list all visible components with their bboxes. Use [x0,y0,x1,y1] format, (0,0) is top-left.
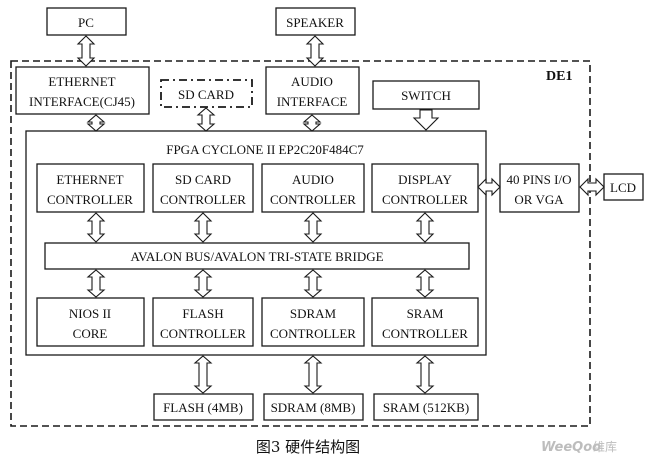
sram-controller-box [371,297,479,347]
display-controller-box [371,163,479,213]
watermark-brand: WeeQoo [541,440,601,455]
avalon-bus-label: AVALON BUS/AVALON TRI-STATE BRIDGE [130,249,383,264]
sdram-memory-box [263,393,364,421]
pins-vga-box [499,163,580,213]
flash-memory-arrow [193,355,213,394]
bus-sram-arrow [415,269,435,298]
pins-lcd-arrow [579,177,605,197]
bus-sdram-arrow [303,269,323,298]
avalon-bus-bar [44,242,470,270]
sram-controller-line1: SRAM [407,306,444,321]
sram-memory-label: SRAM (512KB) [383,400,469,415]
pins-vga-line2: OR VGA [514,192,564,207]
sdcard-controller-line2: CONTROLLER [160,192,246,207]
flash-memory-box [153,393,254,421]
sdcard-fpga-arrow [196,107,216,132]
sram-memory-box [373,393,479,421]
lcd-label: LCD [610,180,636,195]
display-controller-line2: CONTROLLER [382,192,468,207]
sram-controller-line2: CONTROLLER [382,326,468,341]
display-controller-line1: DISPLAY [398,172,452,187]
sdcard-controller-box [152,163,254,213]
nios-core-line1: NIOS II [69,306,111,321]
watermark-suffix: 维库 [593,439,617,454]
switch-box [372,80,480,110]
de1-label: DE1 [546,69,572,84]
ethernet-controller-line2: CONTROLLER [47,192,133,207]
pc-label: PC [78,15,94,30]
sdcard-ctrl-bus-arrow [193,212,213,243]
pc-box [46,7,127,36]
ethernet-controller-line1: ETHERNET [56,172,123,187]
flash-controller-line1: FLASH [182,306,223,321]
switch-label: SWITCH [401,88,451,103]
ethernet-interface-line1: ETHERNET [48,74,115,89]
flash-controller-line2: CONTROLLER [160,326,246,341]
sdram-memory-label: SDRAM (8MB) [271,400,356,415]
pins-vga-line1: 40 PINS I/O [506,172,571,187]
flash-controller-box [152,297,254,347]
nios-core-box [36,297,145,347]
lcd-box [603,173,644,201]
ethernet-interface-line2: INTERFACE(CJ45) [29,94,135,109]
figure-caption: 图3 硬件结构图 [256,438,360,456]
sdram-controller-box [261,297,365,347]
sdram-controller-line1: SDRAM [290,306,337,321]
speaker-audio-arrow [305,35,325,67]
audio-interface-line1: AUDIO [291,74,333,89]
de1-board-border [10,60,591,427]
bus-nios-arrow [86,269,106,298]
audio-controller-line2: CONTROLLER [270,192,356,207]
nios-core-line2: CORE [73,326,108,341]
ethernet-ctrl-bus-arrow [86,212,106,243]
audio-controller-line1: AUDIO [292,172,334,187]
sram-memory-arrow [415,355,435,394]
pc-ethernet-arrow [76,35,96,67]
ethernet-interface-box [15,66,150,115]
ethernet-fpga-arrow [86,114,106,132]
audio-ctrl-bus-arrow [303,212,323,243]
speaker-label: SPEAKER [286,15,344,30]
flash-memory-label: FLASH (4MB) [163,400,243,415]
sdram-memory-arrow [303,355,323,394]
speaker-box [275,7,356,36]
audio-interface-line2: INTERFACE [277,94,348,109]
ethernet-controller-box [36,163,145,213]
sdram-controller-line2: CONTROLLER [270,326,356,341]
fpga-title: FPGA CYCLONE II EP2C20F484C7 [166,142,364,157]
audio-controller-box [261,163,365,213]
sdcard-controller-line1: SD CARD [175,172,231,187]
sdcard-box [160,79,253,108]
display-ctrl-bus-arrow [415,212,435,243]
fpga-pins-arrow [477,177,501,197]
sdcard-label: SD CARD [178,87,234,102]
bus-flash-arrow [193,269,213,298]
switch-fpga-arrow [412,109,440,131]
audio-fpga-arrow [302,114,322,132]
audio-interface-box [265,66,360,115]
